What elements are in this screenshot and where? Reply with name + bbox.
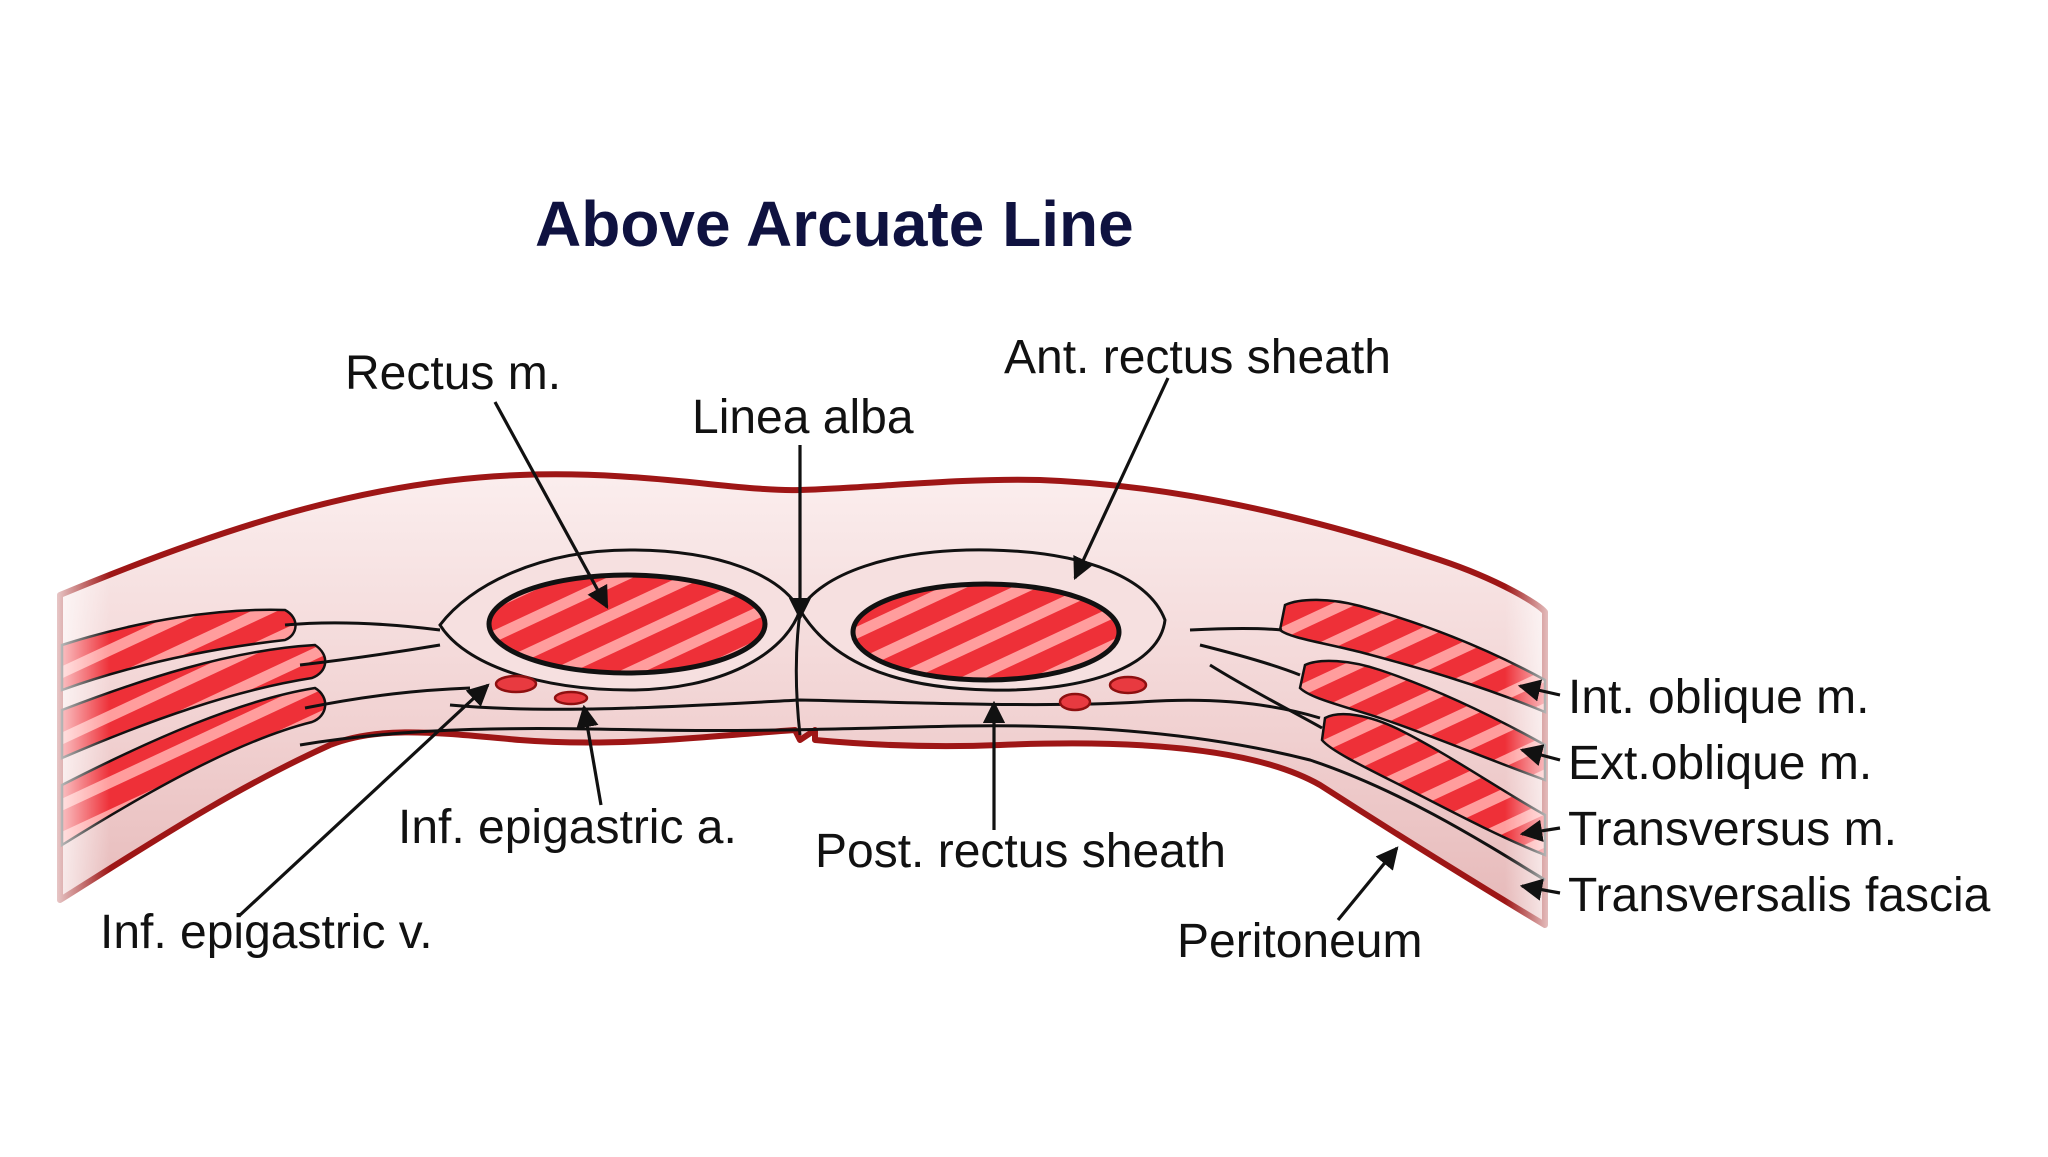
int-oblique-pointer [1517, 679, 1561, 702]
pointer-lines [238, 377, 1561, 922]
left-ext-oblique-muscle [60, 643, 327, 760]
diagram-title: Above Arcuate Line [535, 188, 1134, 260]
ext-oblique-pointer [1519, 744, 1561, 766]
left-edge-fade [40, 560, 110, 940]
right-inf-epigastric-artery [1058, 692, 1092, 712]
label-post-rectus-sheath: Post. rectus sheath [815, 825, 1226, 878]
ant-rectus-sheath-pointer [1073, 377, 1170, 581]
label-int-oblique-m: Int. oblique m. [1568, 671, 1870, 724]
rectus-pointer [493, 401, 609, 609]
left-fascia-line-2 [299, 643, 441, 667]
left-rectus-muscle [486, 572, 768, 676]
right-inf-epigastric-vein [1108, 675, 1148, 695]
right-edge-fade [1505, 560, 1565, 940]
inf-epigastric-a-pointer [576, 704, 603, 806]
left-fascia-line-3 [304, 686, 471, 710]
label-transversalis-fascia: Transversalis fascia [1568, 869, 1991, 922]
label-peritoneum: Peritoneum [1177, 915, 1422, 968]
right-fascia-line-2 [1199, 643, 1301, 677]
linea-alba-line [794, 611, 802, 736]
left-transversus-muscle [60, 686, 327, 848]
right-fascia-line-1 [1189, 627, 1283, 632]
right-rectus-muscle [850, 581, 1122, 683]
peritoneum-pointer [1336, 846, 1399, 922]
left-inf-epigastric-vein [494, 674, 538, 694]
label-ext-oblique-m: Ext.oblique m. [1568, 737, 1872, 790]
label-transversus-m: Transversus m. [1568, 803, 1897, 856]
label-inf-epigastric-a: Inf. epigastric a. [398, 801, 737, 854]
left-int-oblique-muscle [60, 608, 297, 692]
left-inf-epigastric-artery [553, 690, 589, 706]
inf-epigastric-v-pointer [238, 683, 490, 917]
right-fascia-line-3 [1209, 663, 1323, 730]
abdominal-wall [40, 471, 1565, 940]
label-rectus-m: Rectus m. [345, 347, 561, 400]
label-linea-alba: Linea alba [692, 391, 914, 444]
labels: Rectus m. Linea alba Ant. rectus sheath … [100, 331, 1991, 968]
label-ant-rectus-sheath: Ant. rectus sheath [1004, 331, 1391, 384]
transversus-pointer [1519, 819, 1561, 842]
posterior-fascia-line [449, 698, 1321, 720]
transversalis-fascia-pointer [1519, 878, 1561, 901]
label-inf-epigastric-v: Inf. epigastric v. [100, 906, 433, 959]
left-fascia-line-1 [284, 621, 441, 632]
transversalis-fascia-line [299, 724, 1546, 882]
